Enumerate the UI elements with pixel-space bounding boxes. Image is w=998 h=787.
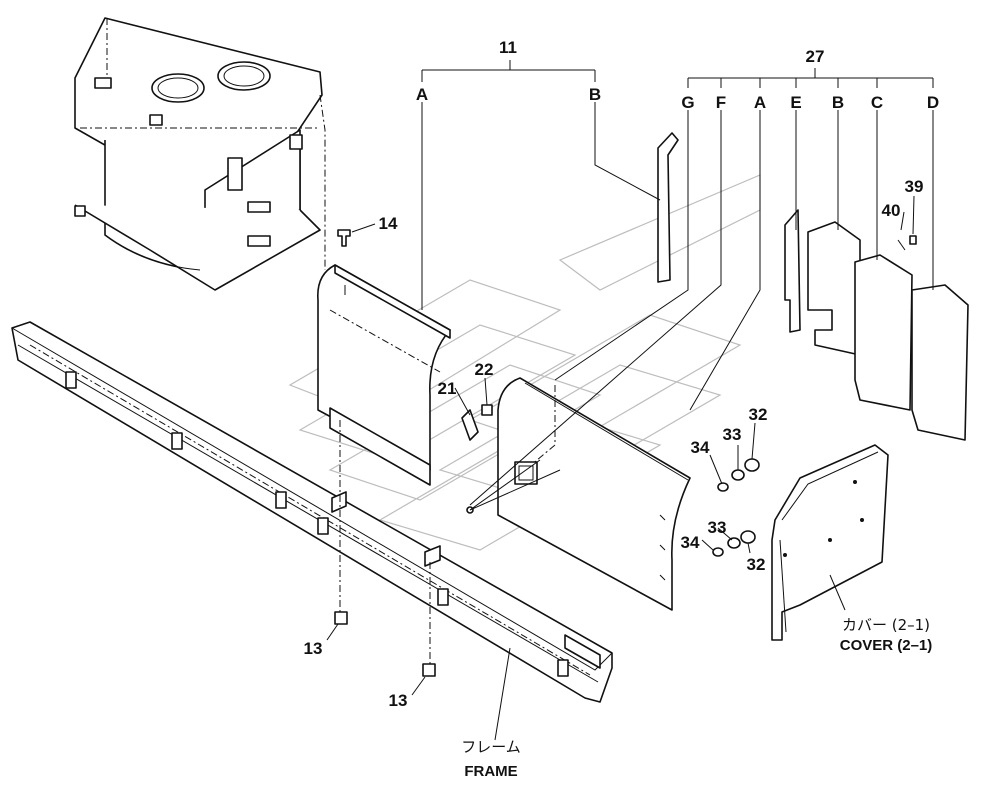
trim-pieces [657,132,969,441]
side-panel-left [317,264,451,486]
frame-caption-en: FRAME [464,763,517,780]
group27-letter-d: D [927,93,939,112]
callout-13-right: 13 [389,691,408,710]
callout-27: 27 [806,47,825,66]
frame-caption-jp: フレーム [461,738,521,756]
cover-caption-jp: カバー (2–1) [842,616,930,634]
callout-labels: 11 27 A B G F A E B C D 14 21 22 13 13 3… [304,38,940,780]
callout-39: 39 [905,177,924,196]
callout-40: 40 [882,201,901,220]
group27-letter-g: G [681,93,694,112]
callout-14: 14 [379,214,398,233]
group27-letter-b: B [832,93,844,112]
callout-22: 22 [475,360,494,379]
callout-34-lower: 34 [681,533,700,552]
group27-letter-e: E [790,93,801,112]
group11-letter-b: B [589,85,601,104]
group11-letter-a: A [416,85,428,104]
callout-13-left: 13 [304,639,323,658]
housing-assembly [74,17,326,291]
frame-rail [11,321,613,703]
group27-letter-a: A [754,93,766,112]
callout-32-lower: 32 [747,555,766,574]
leader-lines [326,60,934,741]
callout-21: 21 [438,379,457,398]
cover-2-1 [771,444,889,641]
callout-33-upper: 33 [723,425,742,444]
cover-caption-en: COVER (2–1) [840,637,933,654]
callout-11: 11 [499,38,517,57]
group27-letter-f: F [716,93,726,112]
group27-letter-c: C [871,93,883,112]
callout-32-upper: 32 [749,405,768,424]
callout-34-upper: 34 [691,438,710,457]
side-panel-center [497,377,691,611]
callout-33-lower: 33 [708,518,727,537]
fasteners [334,229,760,677]
